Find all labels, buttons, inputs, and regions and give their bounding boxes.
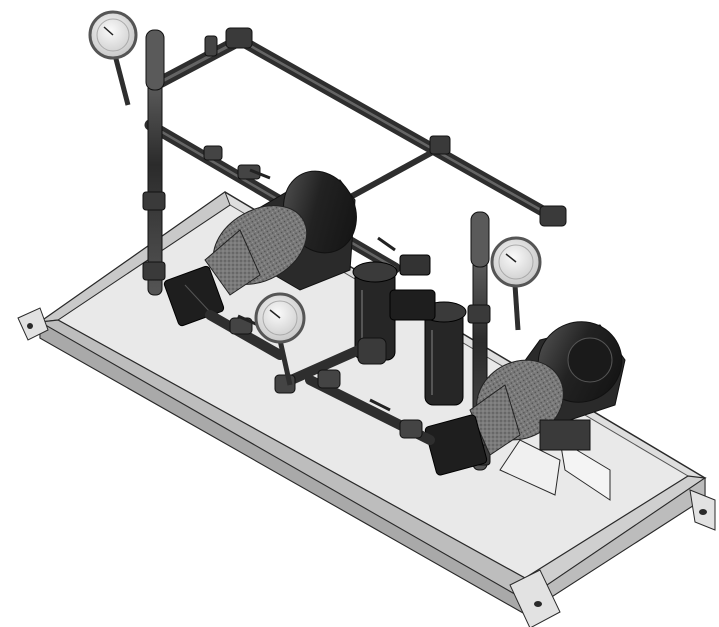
pressure-gauge-top-left [88,10,138,106]
pump-motor-left [163,170,357,327]
motor-bracket-right [499,439,611,501]
suction-piping [205,310,435,445]
ball-valves [237,168,396,412]
pressure-gauge-middle [254,292,306,386]
pressure-gauge-right [490,236,542,331]
mounting-foot-front [509,569,561,627]
pump-motor-right [424,321,626,476]
riser-left [142,29,166,296]
mounting-foot-right [689,489,716,531]
mounting-foot-left [17,307,49,341]
duplex-strainer [352,254,467,406]
